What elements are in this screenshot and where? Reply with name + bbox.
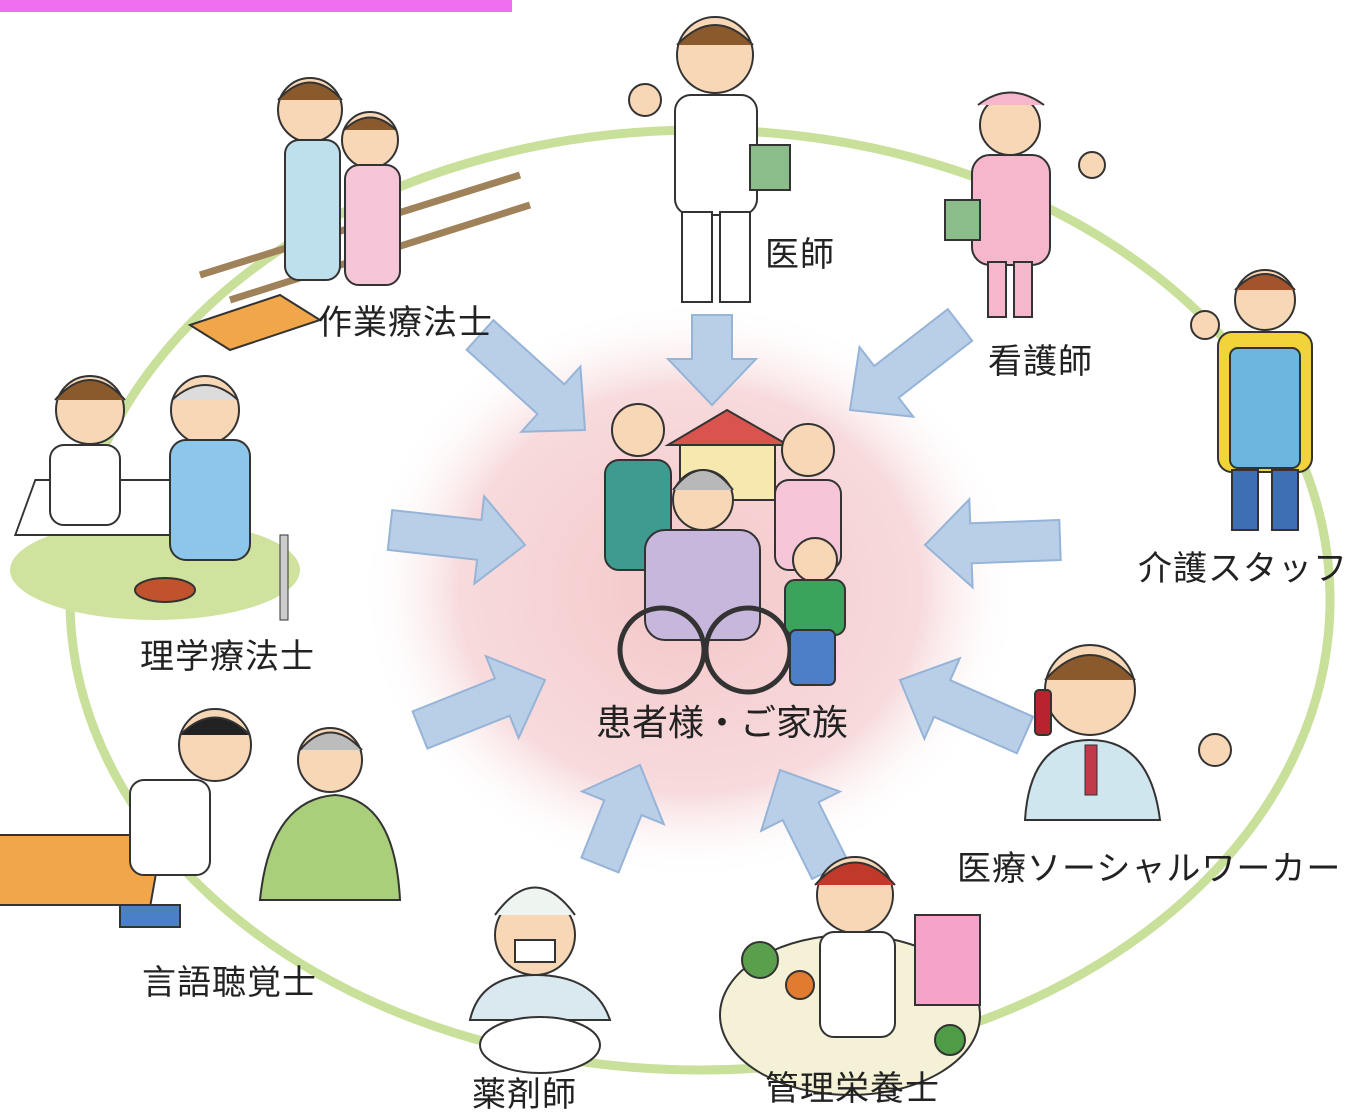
- nurse-figure: [944, 91, 1106, 318]
- doctor-figure: [628, 16, 791, 303]
- arrow-from-pharmacist: [579, 763, 666, 874]
- speech-therapist-figure: [0, 708, 402, 928]
- care-staff-label: 介護スタッフ: [1138, 549, 1348, 589]
- arrow-from-dietitian: [759, 768, 850, 881]
- occupational-therapist-figure: [187, 77, 532, 352]
- family-figure: [604, 403, 846, 695]
- pharmacist-figure: [468, 886, 612, 1074]
- occupational-therapist-label: 作業療法士: [318, 303, 493, 343]
- nurse-label: 看護師: [988, 342, 1093, 382]
- center-label: 患者様・ご家族: [596, 703, 849, 744]
- arrow-group: [386, 307, 1062, 881]
- dietitian-figure: [719, 856, 981, 1096]
- arrow-from-care-staff: [923, 496, 1062, 590]
- care-staff-figure: [1190, 269, 1313, 531]
- arrow-from-doctor: [665, 314, 759, 407]
- arrow-from-physical-therapist: [386, 493, 527, 586]
- header-accent-bar: [0, 0, 512, 12]
- dietitian-label: 管理栄養士: [765, 1069, 940, 1109]
- social-worker-figure: [1023, 644, 1232, 821]
- arrow-from-nurse: [848, 307, 974, 418]
- physical-therapist-figure: [10, 375, 300, 621]
- doctor-label: 医師: [765, 235, 835, 275]
- speech-therapist-label: 言語聴覚士: [142, 963, 317, 1003]
- arrow-from-speech-therapist: [411, 654, 547, 750]
- arrow-from-occupational-therapist: [465, 318, 587, 433]
- physical-therapist-label: 理学療法士: [140, 637, 315, 677]
- pharmacist-label: 薬剤師: [472, 1075, 577, 1115]
- social-worker-label: 医療ソーシャルワーカー: [957, 849, 1342, 889]
- arrow-from-social-worker: [898, 656, 1035, 755]
